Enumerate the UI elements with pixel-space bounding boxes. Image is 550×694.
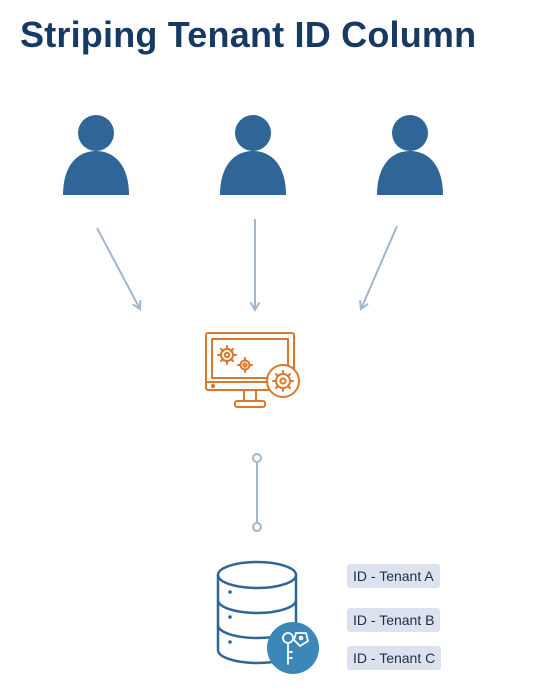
monitor-gears-icon bbox=[205, 332, 300, 408]
user-icon bbox=[377, 115, 443, 195]
tenant-tag-a: ID - Tenant A bbox=[347, 564, 440, 588]
user-icon bbox=[220, 115, 286, 195]
tenant-tag-b: ID - Tenant B bbox=[347, 608, 441, 632]
app-to-database-connector bbox=[252, 453, 262, 532]
user-icon bbox=[63, 115, 129, 195]
keys-icon bbox=[267, 622, 319, 674]
diagram-title: Striping Tenant ID Column bbox=[20, 14, 477, 55]
tenant-tag-c: ID - Tenant C bbox=[347, 646, 442, 670]
arrow-user1-to-app bbox=[96, 227, 140, 309]
arrow-user3-to-app bbox=[361, 225, 398, 309]
